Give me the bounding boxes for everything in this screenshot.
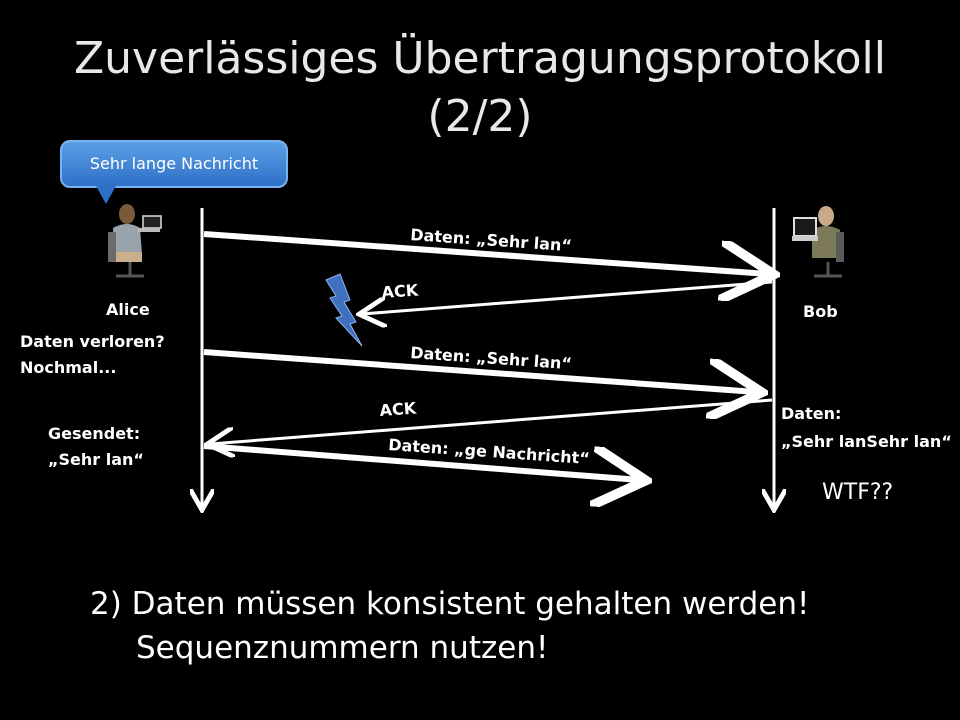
ack-2-label: ACK: [379, 398, 417, 420]
ack-2-arrow: [210, 398, 773, 444]
alice-note-sent-2: „Sehr lan“: [48, 450, 144, 469]
bob-note-data-2: „Sehr lanSehr lan“: [781, 432, 952, 451]
alice-note-lost-1: Daten verloren?: [20, 332, 165, 351]
title-line-1: Zuverlässiges Übertragungsprotokoll: [74, 33, 886, 84]
alice-note-lost-2: Nochmal...: [20, 358, 117, 377]
lightning-icon: [325, 273, 363, 347]
footer-line-2: Sequenznummern nutzen!: [136, 630, 549, 666]
message-3-arrow: [203, 443, 640, 480]
bob-note-wtf: WTF??: [822, 480, 894, 505]
bob-label: Bob: [803, 302, 838, 321]
bob-person-icon: [792, 206, 844, 278]
title-line-2: (2/2): [427, 91, 533, 142]
footer-text: 2) Daten müssen konsistent gehalten werd…: [90, 582, 809, 670]
speech-bubble: Sehr lange Nachricht: [60, 140, 288, 188]
bob-note-data-1: Daten:: [781, 404, 842, 423]
alice-label: Alice: [106, 300, 150, 319]
slide-title: Zuverlässiges Übertragungsprotokoll (2/2…: [0, 30, 960, 146]
alice-note-sent-1: Gesendet:: [48, 424, 141, 443]
message-1-arrow: [203, 231, 768, 274]
message-2-arrow: [203, 349, 756, 392]
ack-1-label: ACK: [381, 280, 419, 302]
alice-person-icon: [108, 204, 162, 278]
footer-line-1: 2) Daten müssen konsistent gehalten werd…: [90, 586, 810, 622]
speech-bubble-tail: [96, 186, 116, 204]
ack-1-arrow: [362, 280, 773, 314]
